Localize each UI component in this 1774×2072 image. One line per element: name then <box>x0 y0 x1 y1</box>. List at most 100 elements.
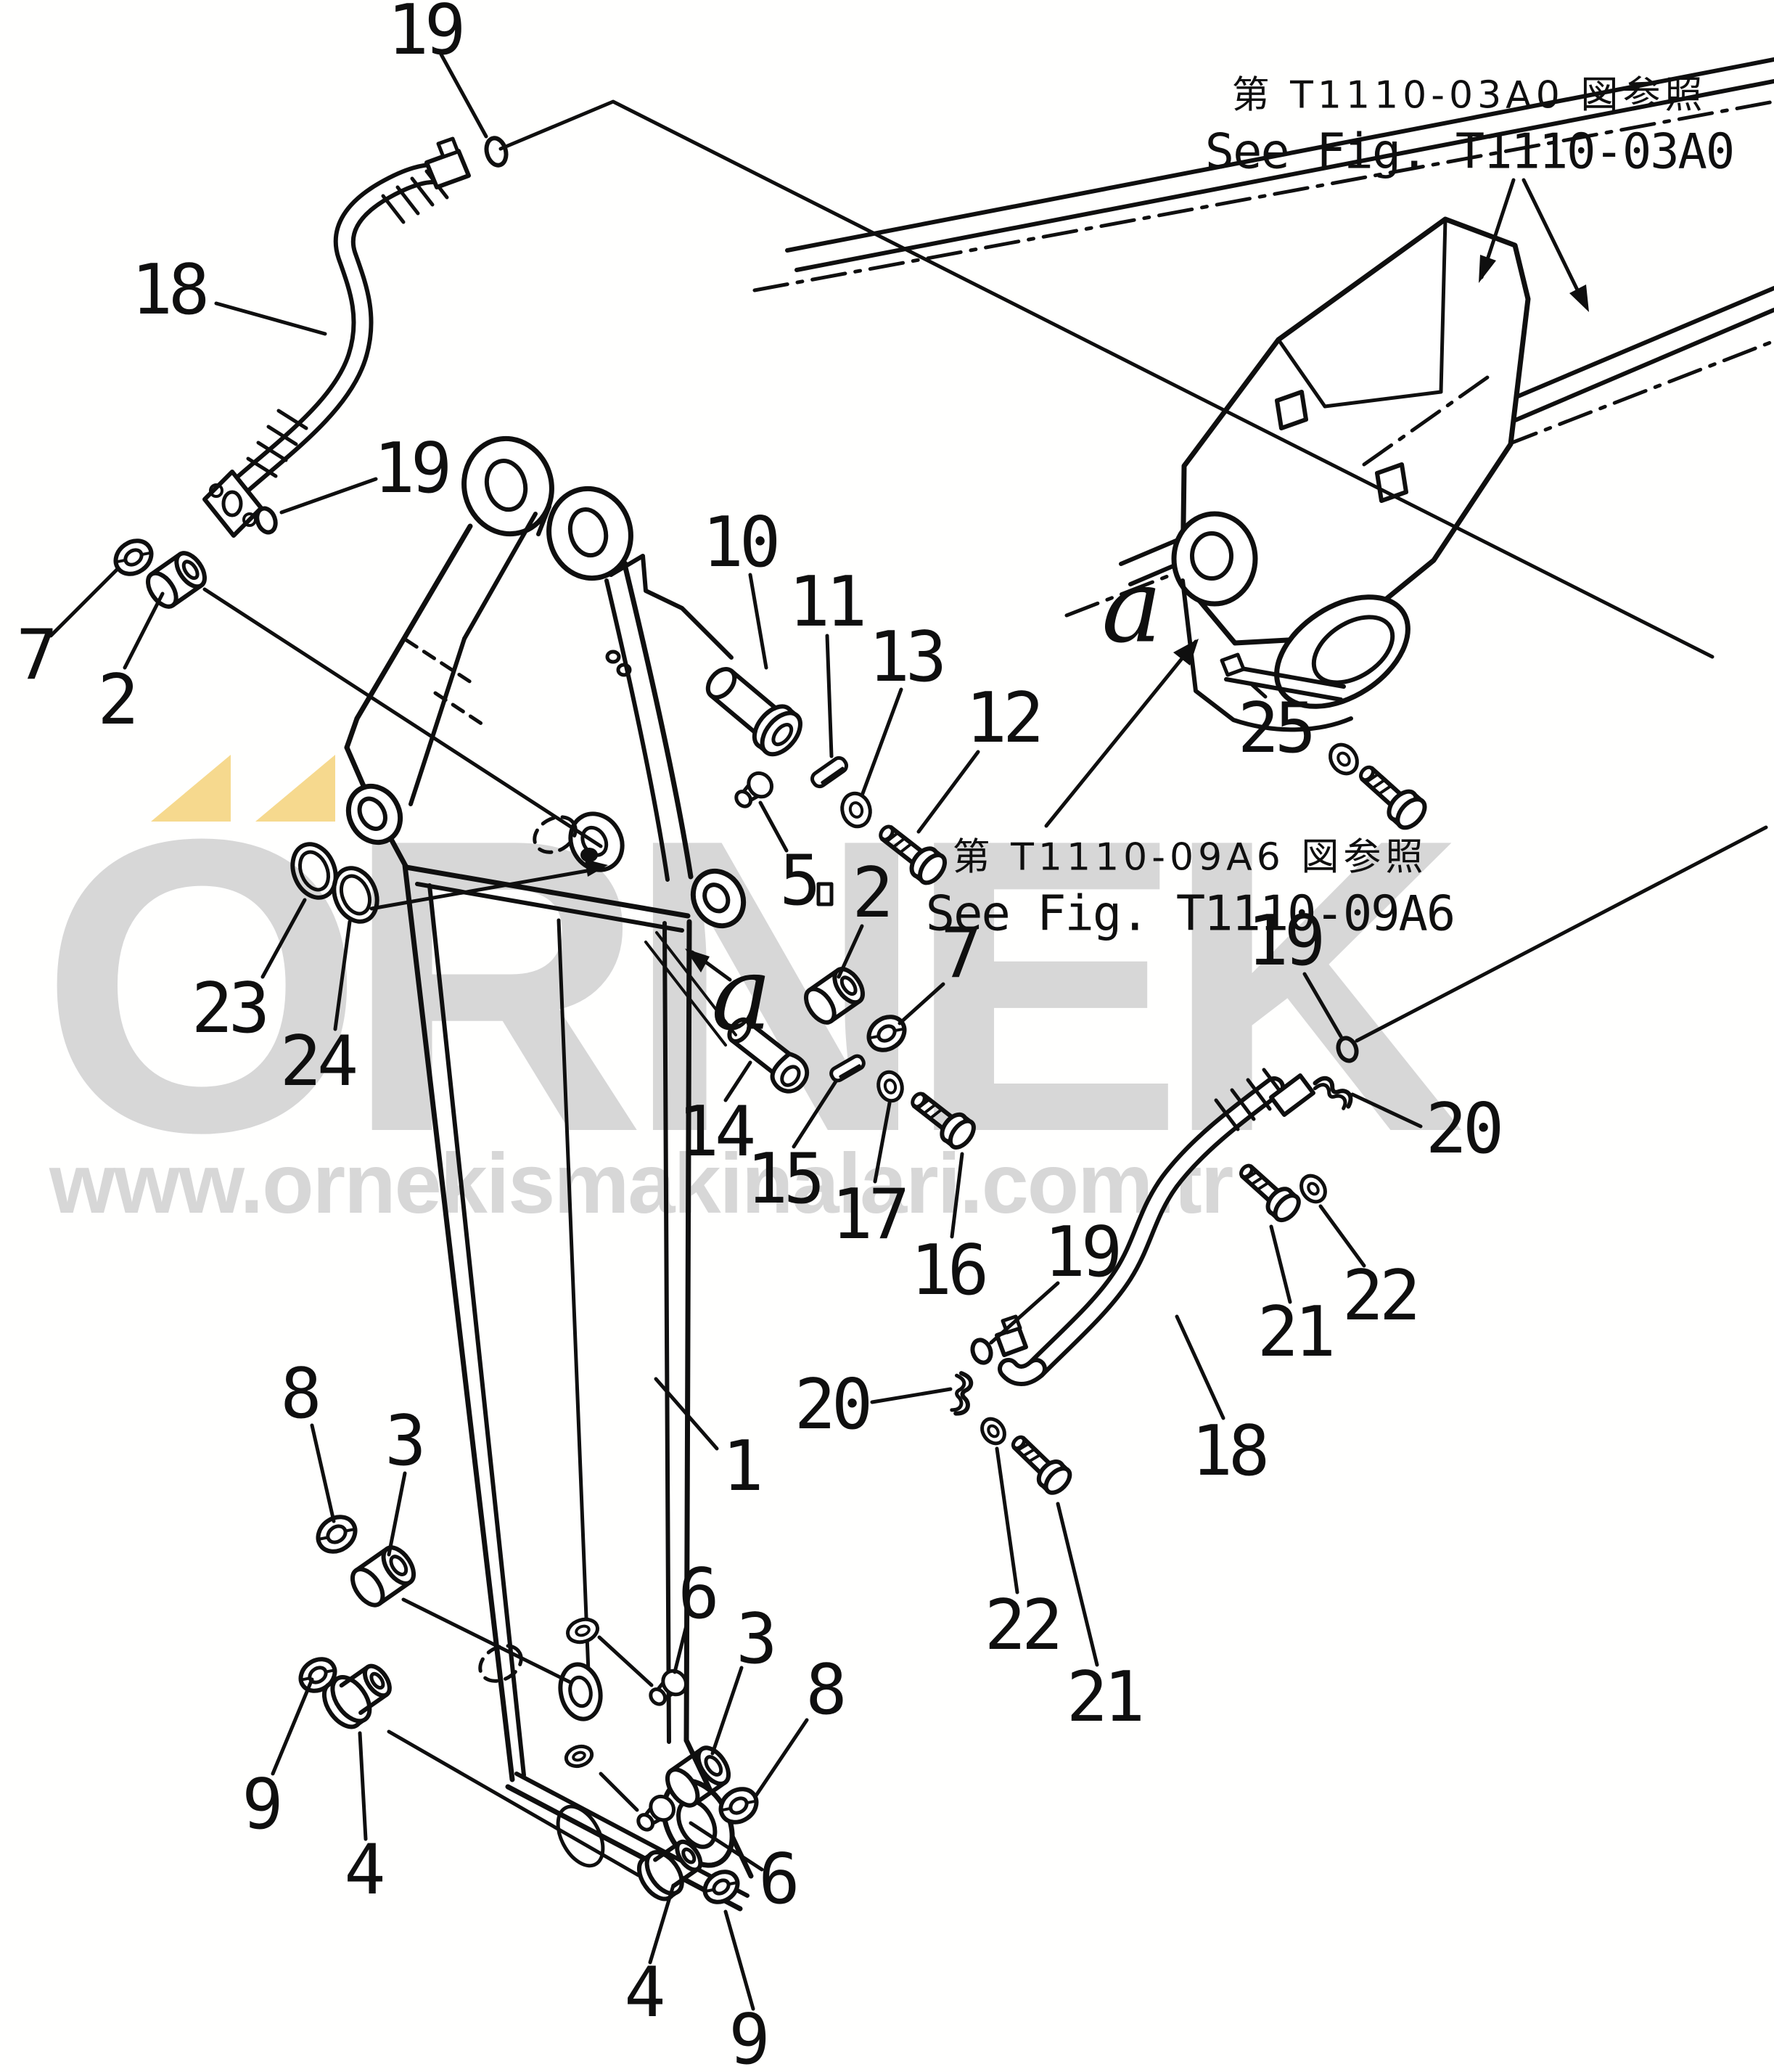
part-label-20-21: 20 <box>1425 1089 1504 1169</box>
part-label-22-25: 22 <box>984 1586 1063 1666</box>
part-label-19-2: 19 <box>373 429 452 509</box>
part-label-19-18: 19 <box>1043 1213 1122 1293</box>
washer-13 <box>840 791 872 829</box>
oring-19 <box>1336 1036 1359 1063</box>
bolt-21 <box>1239 1163 1301 1223</box>
part-label-15-15: 15 <box>746 1139 825 1219</box>
small-parts <box>113 539 976 1904</box>
bolt-12 <box>879 824 948 885</box>
part-label-19-20: 19 <box>1247 901 1326 981</box>
umlaut-triangle-right <box>255 755 335 822</box>
bushing-3 <box>350 1545 416 1608</box>
part-label-14-14: 14 <box>677 1092 756 1172</box>
boom-pivot-boss <box>1171 511 1258 607</box>
arm-mid-boss <box>558 1662 603 1721</box>
pin-14 <box>727 1017 810 1094</box>
part-label-13-7: 13 <box>868 618 947 697</box>
key-15 <box>829 1054 866 1083</box>
clamp-20 <box>1313 1076 1353 1110</box>
grease-fitting-6 <box>636 1794 676 1832</box>
bolt-25 <box>1359 765 1427 830</box>
part-label-2-4: 2 <box>97 660 139 740</box>
part-label-18-24: 18 <box>1191 1412 1270 1491</box>
part-label-3-28: 3 <box>385 1401 426 1481</box>
key-11 <box>810 755 848 789</box>
hose-fitting <box>1269 1073 1315 1117</box>
pin-10 <box>705 667 802 757</box>
part-label-7-11: 7 <box>940 914 982 994</box>
grease-fitting-6 <box>649 1668 689 1706</box>
fig-ref-en: See Fig. T1110-09A6 <box>925 885 1455 942</box>
part-label-1-29: 1 <box>722 1427 763 1507</box>
fig-reference-t1110-09a6: 第 T1110-09A6 図参照 See Fig. T1110-09A6 <box>925 827 1455 942</box>
part-label-21-23: 21 <box>1257 1293 1336 1372</box>
part-label-19-0: 19 <box>387 0 466 70</box>
bushing-2 <box>804 967 865 1025</box>
part-label-5-9: 5 <box>779 841 821 921</box>
arm-left-boss <box>345 783 403 845</box>
fig-reference-t1110-03a0: 第 T1110-03A0 図参照 See Fig. T1110-03A0 <box>1204 65 1735 180</box>
part-label-2-10: 2 <box>852 853 893 933</box>
clamp-20 <box>950 1371 974 1416</box>
part-label-8-27: 8 <box>280 1354 321 1434</box>
part-label-6-32: 6 <box>678 1555 719 1634</box>
part-label-12-8: 12 <box>965 679 1044 758</box>
part-label-24-13: 24 <box>279 1022 358 1102</box>
section-marker-a: a <box>711 935 772 1054</box>
hose-18-left <box>202 136 509 538</box>
umlaut-triangle-left <box>151 755 231 822</box>
seal-9 <box>702 1870 740 1904</box>
part-label-18-1: 18 <box>131 250 210 330</box>
bushing-4 <box>636 1839 703 1901</box>
part-label-6-35: 6 <box>758 1840 800 1920</box>
washer-25 <box>1329 742 1359 776</box>
leader-lines <box>49 52 1768 2011</box>
washer-22 <box>1299 1174 1327 1204</box>
part-label-10-5: 10 <box>702 503 781 583</box>
bolt-16 <box>911 1092 976 1150</box>
arm-part-1 <box>344 435 834 1912</box>
part-label-16-17: 16 <box>910 1231 989 1311</box>
ring-24 <box>332 866 379 924</box>
oring-19 <box>484 136 509 168</box>
grease-fitting-5 <box>734 771 774 808</box>
ring-23 <box>290 842 338 900</box>
boom-section <box>752 57 1774 830</box>
fig-ref-jp: 第 T1110-09A6 図参照 <box>952 835 1428 880</box>
part-label-17-16: 17 <box>831 1175 910 1255</box>
seal-8 <box>316 1515 358 1554</box>
part-label-7-3: 7 <box>16 615 57 695</box>
part-label-23-12: 23 <box>191 969 270 1049</box>
washer-17 <box>876 1070 904 1103</box>
part-label-25-38: 25 <box>1237 689 1316 769</box>
part-label-4-36: 4 <box>624 1953 665 2033</box>
keeper-block <box>1275 390 1308 430</box>
part-label-20-19: 20 <box>794 1365 873 1445</box>
fig-ref-en: See Fig. T1110-03A0 <box>1204 123 1735 180</box>
section-marker-a: a <box>1101 547 1162 666</box>
oring-19 <box>970 1338 993 1365</box>
bolt-21 <box>1011 1435 1072 1495</box>
part-label-9-30: 9 <box>242 1765 283 1845</box>
fig-ref-jp: 第 T1110-03A0 図参照 <box>1231 73 1707 118</box>
part-label-11-6: 11 <box>788 562 867 642</box>
bushing-4 <box>321 1663 392 1729</box>
part-label-4-31: 4 <box>344 1830 385 1910</box>
arm-front-boss <box>690 868 747 929</box>
part-25-plate <box>1220 652 1346 702</box>
seal-7 <box>113 539 154 576</box>
seal-8 <box>718 1787 759 1825</box>
part-label-3-33: 3 <box>736 1600 777 1679</box>
bushing-2 <box>146 551 207 609</box>
oring-19 <box>255 506 278 535</box>
washer-22 <box>980 1417 1006 1446</box>
part-label-22-22: 22 <box>1342 1256 1421 1336</box>
hose-18-right <box>950 1036 1359 1495</box>
part-label-21-26: 21 <box>1066 1658 1145 1737</box>
bushing-3 <box>665 1745 731 1808</box>
